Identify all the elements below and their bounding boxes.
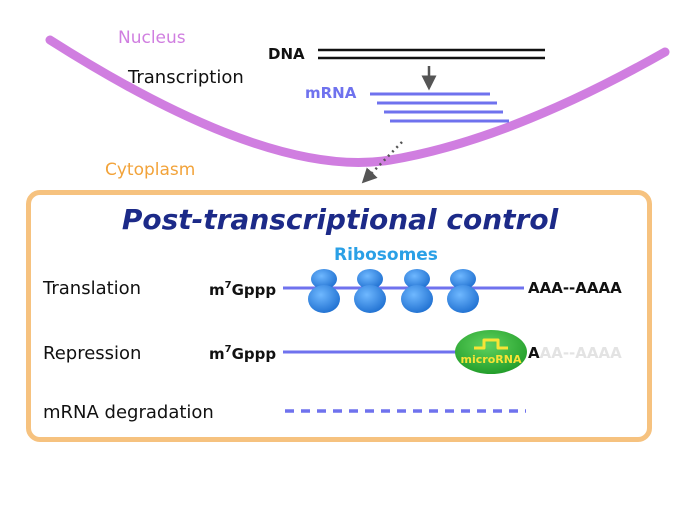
poly-a-tail: AAA--AAAA xyxy=(528,344,622,362)
nucleus-label: Nucleus xyxy=(118,28,186,48)
ribosome-group xyxy=(308,269,479,313)
export-arrow xyxy=(361,141,403,184)
row-label-repression: Repression xyxy=(43,343,142,364)
transcription-label: Transcription xyxy=(128,67,244,88)
dna-strands xyxy=(318,48,545,60)
poly-a-tail: AAA--AAAA xyxy=(528,279,622,297)
row-label-translation: Translation xyxy=(43,278,142,299)
mrna-label: mRNA xyxy=(305,84,357,102)
five-prime-cap: m7Gppp xyxy=(209,280,277,299)
panel-title: Post-transcriptional control xyxy=(121,203,559,236)
microrna-blob: microRNA xyxy=(455,330,527,374)
five-prime-cap: m7Gppp xyxy=(209,344,277,363)
ribosomes-label: Ribosomes xyxy=(334,245,438,265)
ribosome xyxy=(447,269,479,313)
mrna-strands xyxy=(370,92,509,123)
dna-label: DNA xyxy=(268,45,305,63)
cytoplasm-panel xyxy=(26,190,652,442)
cytoplasm-label: Cytoplasm xyxy=(105,160,196,180)
microrna-label: microRNA xyxy=(461,353,522,366)
ribosome xyxy=(401,269,433,313)
ribosome xyxy=(354,269,386,313)
ribosome xyxy=(308,269,340,313)
nuclear-membrane xyxy=(45,35,670,167)
row-label-degradation: mRNA degradation xyxy=(43,402,214,423)
